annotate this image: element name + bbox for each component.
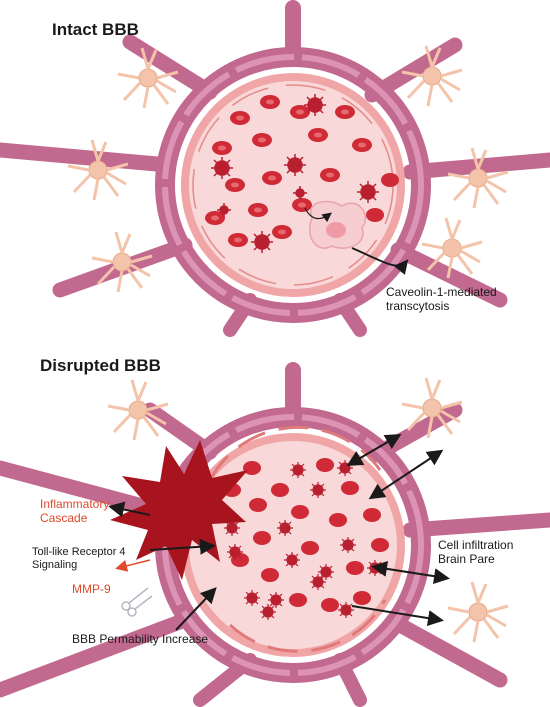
infiltration-arrow-4 bbox=[351, 605, 444, 627]
tlr4-line1: Toll-like Receptor 4 bbox=[32, 546, 126, 558]
disrupted-bbb-panel bbox=[0, 362, 550, 707]
tlr4-label: Toll-like Receptor 4 Signaling bbox=[32, 546, 126, 572]
infiltration-arrow-2 bbox=[368, 449, 444, 500]
inflammatory-line2: Cascade bbox=[40, 511, 88, 525]
tlr4-arrow bbox=[149, 538, 216, 555]
caveolin-label: Caveolin-1-mediated transcytosis bbox=[386, 285, 497, 313]
macrophage-icon bbox=[309, 200, 367, 249]
intact-bbb-title: Intact BBB bbox=[52, 20, 139, 39]
tlr4-line2: Signaling bbox=[32, 559, 78, 571]
mmp9-label: MMP-9 bbox=[72, 582, 111, 596]
astrocyte-icon bbox=[107, 377, 509, 643]
virus-particle-icon bbox=[211, 94, 379, 253]
astrocyte-icon bbox=[67, 45, 509, 293]
transcytosis-arrow bbox=[351, 247, 409, 275]
intact-bbb-panel bbox=[0, 0, 550, 337]
scissors-icon bbox=[121, 587, 153, 617]
caveolin-label-line2: transcytosis bbox=[386, 299, 450, 313]
disrupted-bbb-title: Disrupted BBB bbox=[40, 356, 161, 375]
mmp9-arrow bbox=[115, 559, 151, 572]
caveolin-label-line1: Caveolin-1-mediated bbox=[386, 285, 497, 299]
infiltration-arrow-3 bbox=[371, 560, 450, 585]
infiltration-label: Cell infiltration Brain Pare bbox=[438, 538, 513, 566]
infiltration-line1: Cell infiltration bbox=[438, 538, 514, 552]
permeability-label: BBB Permability Increase bbox=[72, 632, 209, 646]
transcytosis-entry-arrow bbox=[304, 207, 332, 223]
inflammatory-cascade-arrow bbox=[108, 501, 151, 518]
infiltration-line2: Brain Pare bbox=[438, 552, 495, 566]
inflammatory-line1: Inflammatory bbox=[40, 497, 110, 511]
virus-particle-icon bbox=[224, 460, 383, 620]
inflammatory-cascade-label: Inflammatory Cascade bbox=[40, 497, 109, 525]
red-blood-cell-icon bbox=[205, 95, 399, 247]
permeability-arrow bbox=[175, 587, 217, 631]
